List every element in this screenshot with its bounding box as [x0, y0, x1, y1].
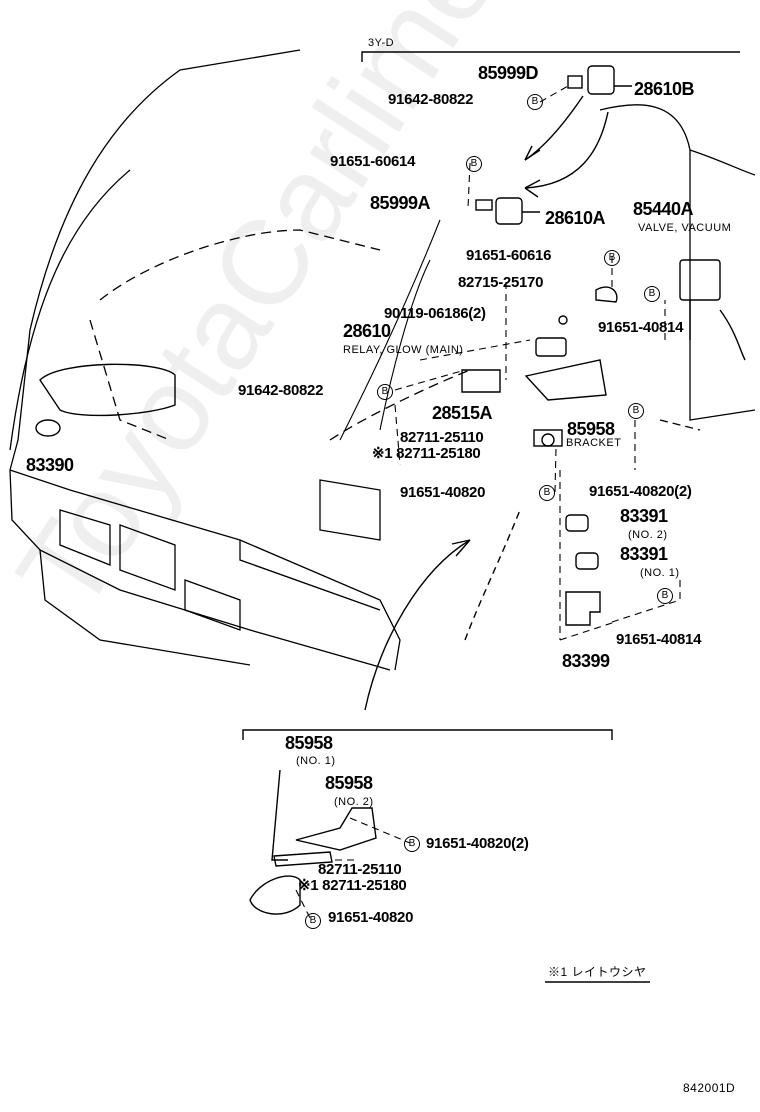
vehicle-outline	[9, 49, 756, 671]
bracket-83399	[565, 591, 601, 626]
no2-caption: (NO. 2)	[628, 529, 668, 541]
horn-83390	[35, 363, 176, 437]
part-28610B[interactable]: 28610B	[634, 79, 695, 99]
part-82715-25170[interactable]: 82715-25170	[458, 274, 544, 291]
relay-28610B	[567, 65, 632, 95]
part-28610[interactable]: 28610	[343, 321, 391, 341]
bolt-marker: B	[466, 156, 482, 172]
figure-id: 842001D	[683, 1081, 736, 1095]
bolt-marker: B	[644, 286, 660, 302]
engine-variant-bracket	[361, 51, 740, 62]
part-91651-60614[interactable]: 91651-60614	[330, 153, 416, 170]
footnote: ※1 レイトウシヤ	[548, 965, 647, 979]
part-90119-06186[interactable]: 90119-06186(2)	[384, 305, 486, 322]
engine-label: 3Y-D	[368, 37, 395, 49]
part-85999D[interactable]: 85999D	[478, 63, 539, 83]
relay-28610-main	[461, 337, 607, 447]
part-28515A[interactable]: 28515A	[432, 403, 493, 423]
part-91651-40814-b[interactable]: 91651-40814	[616, 631, 702, 648]
bolt-marker: B	[404, 836, 420, 852]
relay-glow-caption: RELAY, GLOW (MAIN)	[343, 344, 464, 356]
bolt-marker: B	[604, 250, 620, 266]
valve-vacuum-caption: VALVE, VACUUM	[638, 222, 732, 234]
part-85958-main[interactable]: 85958	[567, 419, 615, 439]
part-28610A[interactable]: 28610A	[545, 208, 606, 228]
valve-vacuum	[679, 259, 746, 361]
part-85958-no1[interactable]: 85958	[285, 733, 333, 753]
part-82711-25110-inset[interactable]: 82711-25110	[318, 861, 402, 878]
part-85440A[interactable]: 85440A	[633, 199, 694, 219]
bracket-caption: BRACKET	[566, 437, 622, 449]
part-91651-40814-a[interactable]: 91651-40814	[598, 319, 684, 336]
bolt-marker: B	[377, 384, 393, 400]
part-83399[interactable]: 83399	[562, 651, 610, 671]
bolt-marker: B	[305, 913, 321, 929]
part-83390[interactable]: 83390	[26, 455, 74, 475]
clamp-82715	[595, 286, 618, 303]
part-82711-25180-inset[interactable]: ※1 82711-25180	[298, 877, 407, 894]
part-91651-40820-inset[interactable]: 91651-40820	[328, 909, 414, 926]
inset-bracket-parts	[249, 807, 377, 915]
part-91651-40820-2-inset[interactable]: 91651-40820(2)	[426, 835, 529, 852]
part-85999A[interactable]: 85999A	[370, 193, 431, 213]
inset-no2-caption: (NO. 2)	[334, 796, 374, 808]
sensor-83391-no2	[565, 514, 589, 532]
arrow-a	[524, 111, 609, 189]
no1-caption: (NO. 1)	[640, 567, 680, 579]
relay-28610A	[475, 197, 540, 225]
bolt-marker: B	[657, 588, 673, 604]
part-91651-60616[interactable]: 91651-60616	[466, 247, 552, 264]
part-82711-25180-main[interactable]: ※1 82711-25180	[372, 445, 481, 462]
part-83391-no2[interactable]: 83391	[620, 506, 668, 526]
part-82711-25110-main[interactable]: 82711-25110	[400, 429, 484, 446]
leader-lines	[394, 85, 681, 641]
part-91651-40820-main[interactable]: 91651-40820	[400, 484, 486, 501]
sensor-83391-no1	[575, 552, 599, 570]
inset-bracket	[242, 729, 613, 740]
bolt-marker: B	[527, 94, 543, 110]
part-85958-no2[interactable]: 85958	[325, 773, 373, 793]
part-83391-no1[interactable]: 83391	[620, 544, 668, 564]
part-91642-80822-top[interactable]: 91642-80822	[388, 91, 474, 108]
screw	[558, 315, 568, 325]
part-91651-40820-2-main[interactable]: 91651-40820(2)	[589, 483, 692, 500]
part-91642-80822-mid[interactable]: 91642-80822	[238, 382, 324, 399]
bolt-marker: B	[539, 485, 555, 501]
bolt-marker: B	[628, 403, 644, 419]
inset-no1-caption: (NO. 1)	[296, 755, 336, 767]
